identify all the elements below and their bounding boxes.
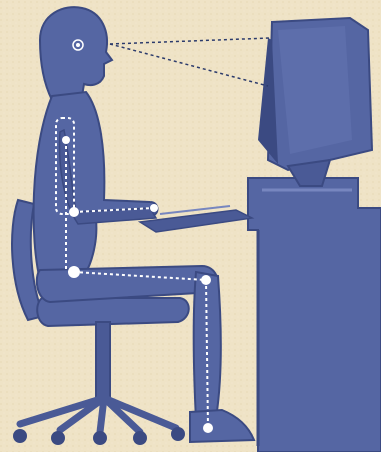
- desk-icon: [248, 178, 381, 452]
